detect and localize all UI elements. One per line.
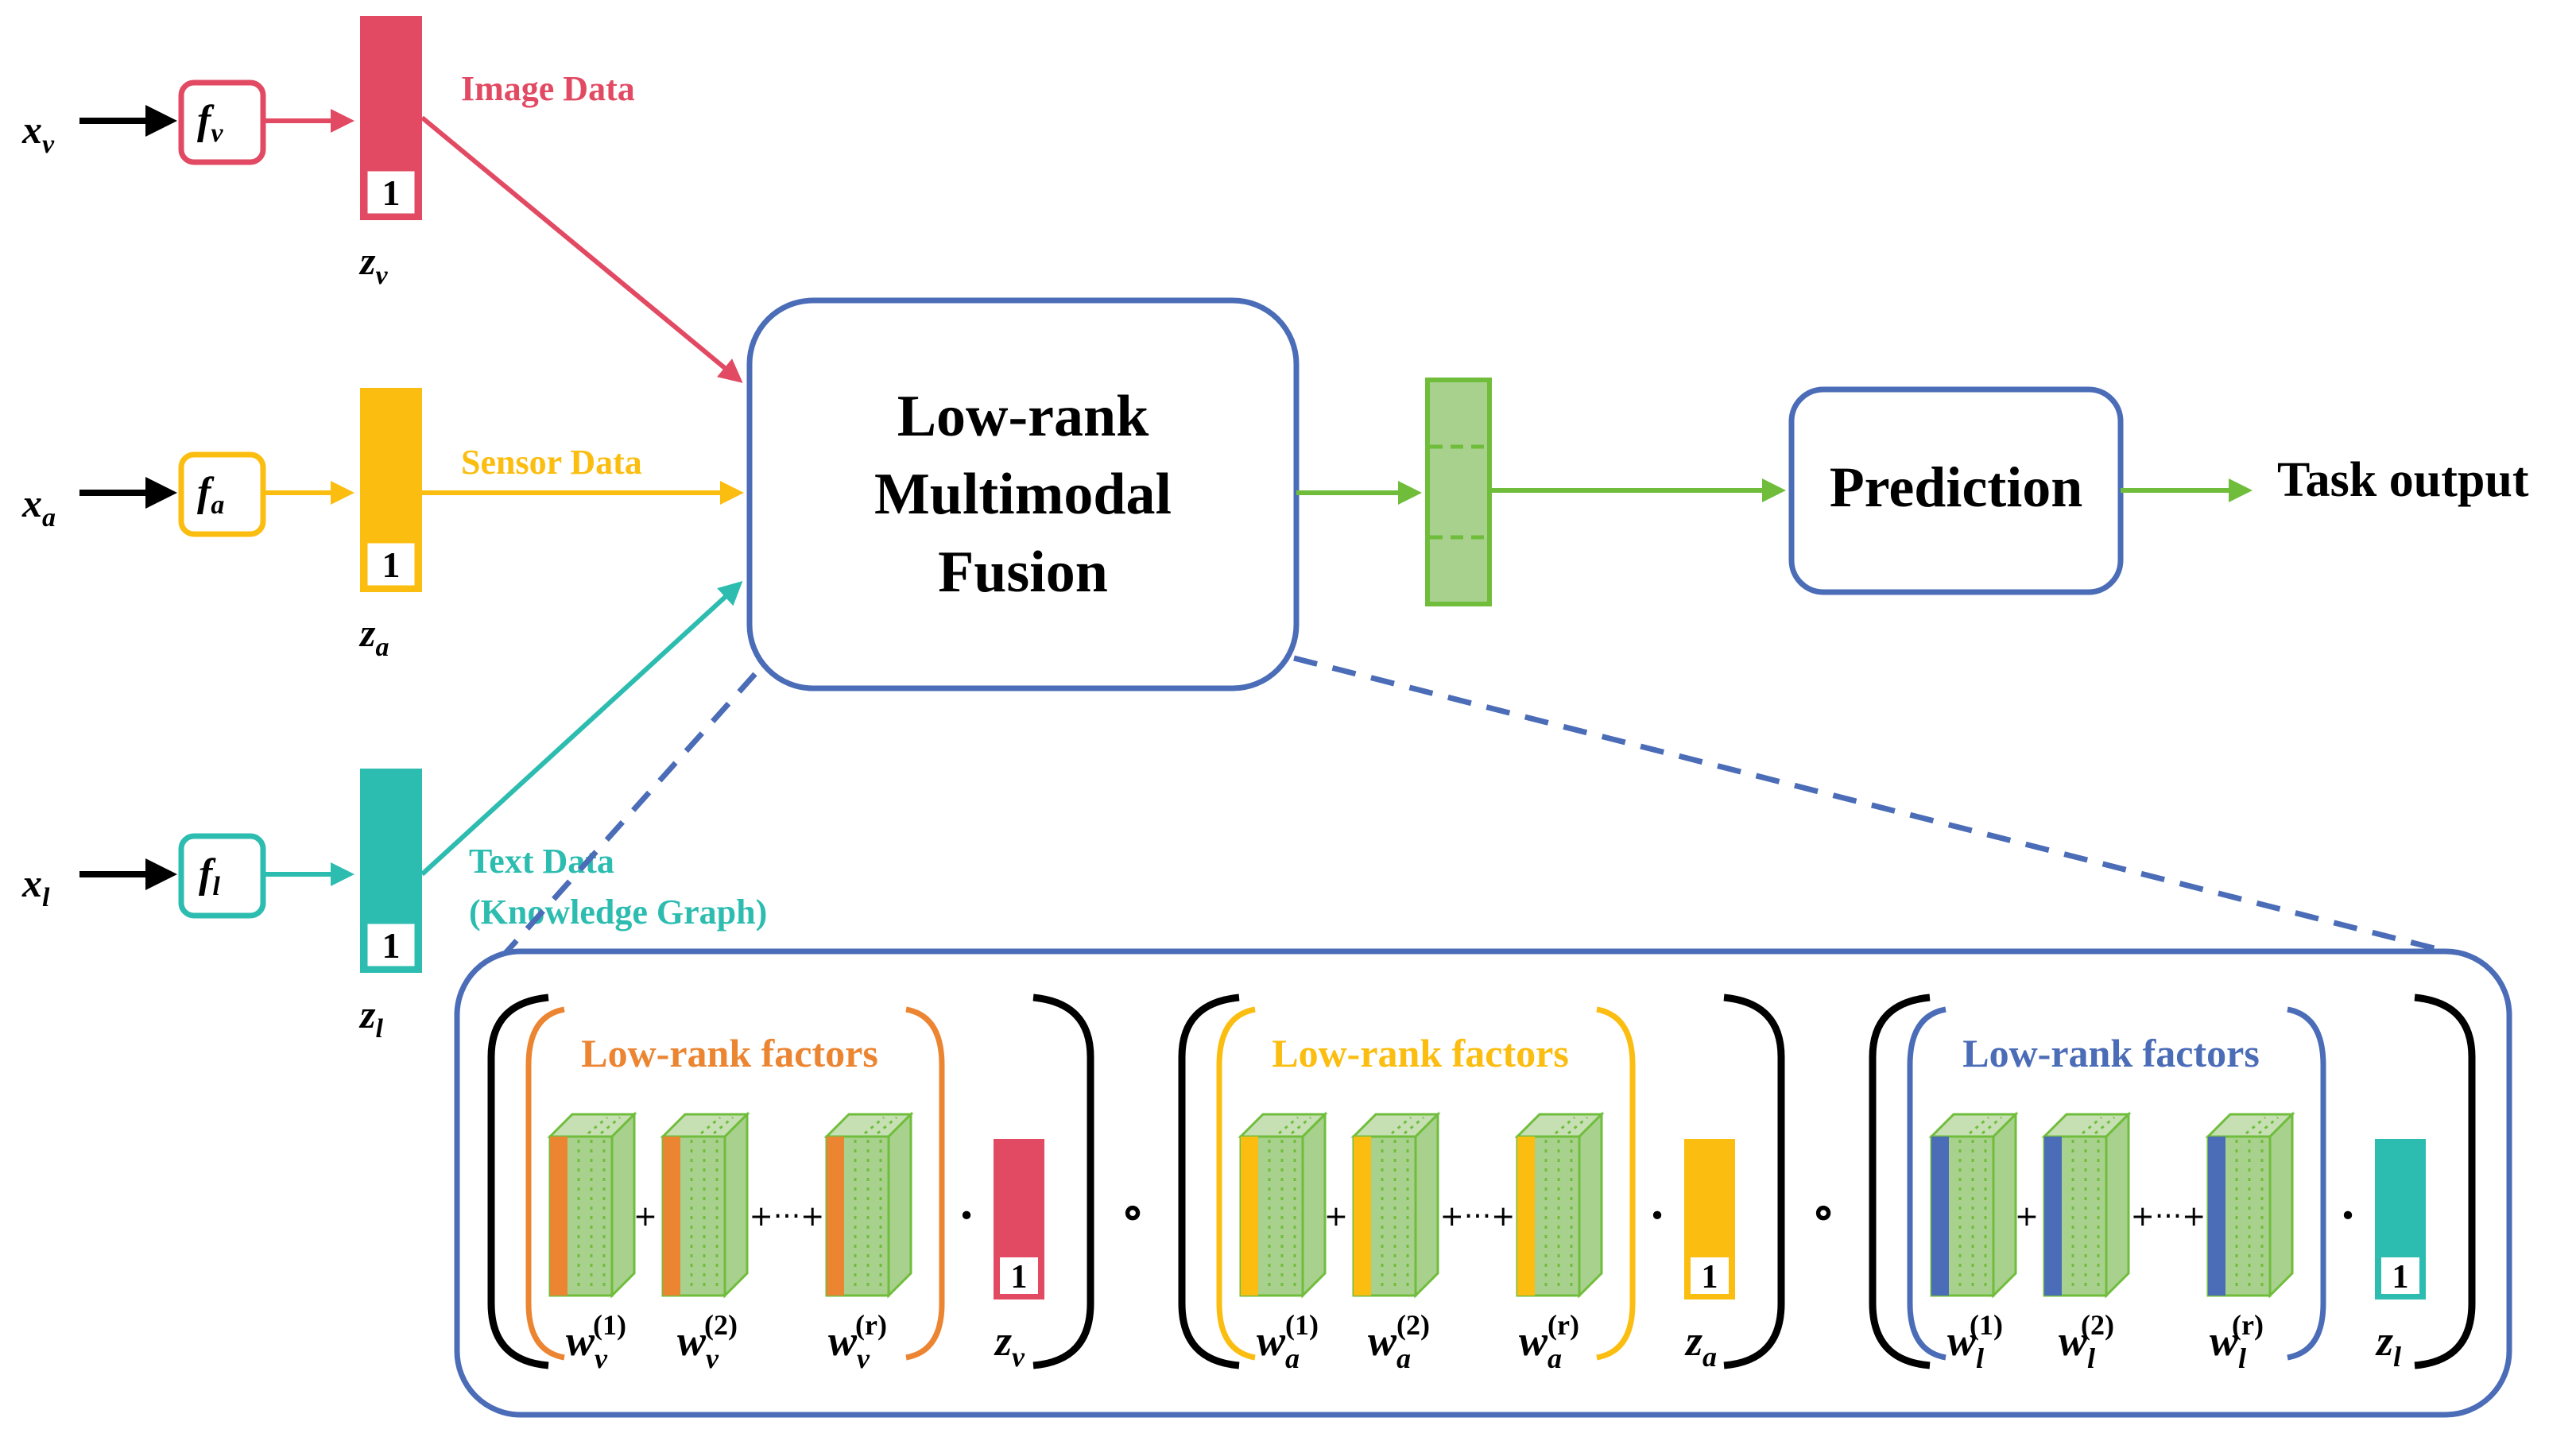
factor-group-3: Low-rank factors + +···+ wl(1) wl(2) wl(r) · 1 z… (1869, 994, 2476, 1374)
plus-sign: + (633, 1200, 657, 1233)
z-l-index-box (363, 920, 419, 970)
z-vector-index: 1 (1011, 1259, 1028, 1296)
knowledge-graph-label: (Knowledge Graph) (469, 893, 767, 932)
factor-right-bracket (2287, 1006, 2326, 1361)
dot-operator: · (2339, 1187, 2356, 1243)
low-rank-factors-label: Low-rank factors (1962, 1031, 2260, 1075)
w-label-2: wv(2) (677, 1309, 738, 1374)
factor-left-bracket (1907, 1006, 1947, 1361)
factor-block-1 (1238, 1111, 1328, 1299)
z-l-index: 1 (382, 925, 401, 966)
plus-dots-plus: +···+ (2131, 1200, 2206, 1233)
z-vector-index: 1 (2392, 1259, 2409, 1296)
task-output-label: Task output (2277, 453, 2529, 507)
plus-sign: + (1324, 1200, 1348, 1233)
z-a-index: 1 (382, 544, 401, 585)
fusion-block: Low-rank Multimodal Fusion (746, 297, 1300, 691)
x-v-symbol: xv (21, 107, 55, 159)
f-a-symbol: fa (197, 470, 224, 520)
prediction-block: Prediction Task output (1788, 386, 2529, 595)
w-label-r: wl(r) (2210, 1309, 2264, 1374)
outer-left-paren (487, 994, 549, 1369)
f-v-symbol: fv (197, 98, 223, 148)
factor-block-1 (547, 1111, 637, 1299)
low-rank-factors-label: Low-rank factors (581, 1031, 878, 1075)
factor-group-1: Low-rank factors + +···+ wv(1) wv(2) wv(r) · 1 z… (487, 994, 1094, 1374)
fusion-title-line2: Multimodal (874, 462, 1172, 527)
fused-vector (1425, 378, 1492, 606)
factor-group-2: Low-rank factors + +···+ wa(1) wa(2) wa(r) · 1 z… (1178, 994, 1785, 1374)
prediction-label: Prediction (1830, 455, 2083, 519)
fused-representation (1296, 378, 1786, 606)
factor-right-bracket (1596, 1006, 1636, 1361)
compose-operator-2: ∘ (1811, 1186, 1835, 1238)
outer-left-paren (1178, 994, 1240, 1369)
z-l-label: zl (358, 992, 383, 1044)
z-vector-index-box (2378, 1254, 2423, 1297)
outer-right-paren (1032, 994, 1094, 1369)
w-label-1: wa(1) (1257, 1309, 1319, 1374)
text-to-fusion-arrow (420, 580, 743, 877)
compose-operator-1: ∘ (1120, 1186, 1145, 1238)
z-a-label: za (358, 610, 389, 662)
input-row-sensor: xa fa 1 za Sensor Data (21, 388, 744, 662)
plus-dots-plus: +···+ (1440, 1200, 1516, 1233)
factor-block-2 (1350, 1111, 1441, 1299)
w-label-1: wl(1) (1947, 1309, 2003, 1374)
w-label-1: wv(1) (566, 1309, 626, 1374)
factor-block-1 (1928, 1111, 2019, 1299)
z-a-index-box (363, 539, 419, 590)
w-label-2: wl(2) (2059, 1309, 2114, 1374)
outer-left-paren (1869, 994, 1931, 1369)
input-row-image: xv fv 1 zv Image Data (21, 16, 743, 383)
w-label-r: wv(r) (828, 1309, 887, 1374)
sensor-data-label: Sensor Data (461, 443, 642, 482)
z-vector-index: 1 (1702, 1259, 1718, 1296)
plus-sign: + (2015, 1200, 2039, 1233)
z-label: zl (2375, 1317, 2401, 1373)
w-label-2: wa(2) (1368, 1309, 1430, 1374)
plus-dots-plus: +···+ (750, 1200, 825, 1233)
zoom-line-right (1293, 655, 2457, 957)
detail-groups: Low-rank factors + +···+ wv(1) wv(2) wv(r) · 1 z… (487, 994, 2476, 1374)
factor-block-r (823, 1111, 914, 1299)
fusion-title-line1: Low-rank (897, 384, 1149, 449)
factor-left-bracket (525, 1006, 565, 1361)
dot-operator: · (1648, 1187, 1665, 1243)
outer-right-paren (1723, 994, 1785, 1369)
low-rank-factors-label: Low-rank factors (1272, 1031, 1569, 1075)
factor-block-r (2205, 1111, 2295, 1299)
f-l-box[interactable] (178, 833, 266, 919)
z-vector-index-box (997, 1254, 1041, 1297)
zoom-line-left (497, 672, 757, 963)
z-v-index: 1 (382, 172, 401, 213)
w-label-r: wa(r) (1519, 1309, 1579, 1374)
f-l-symbol: fl (199, 851, 220, 901)
factor-left-bracket (1216, 1006, 1256, 1361)
x-l-symbol: xl (21, 861, 50, 912)
outer-right-paren (2414, 994, 2476, 1369)
z-vector-index-box (1687, 1254, 1732, 1297)
factor-block-2 (660, 1111, 750, 1299)
fusion-title-line3: Fusion (938, 540, 1108, 605)
z-v-label: zv (358, 238, 388, 290)
z-label: za (1684, 1317, 1717, 1373)
image-data-label: Image Data (461, 69, 635, 108)
z-v-index-box (363, 167, 419, 218)
image-to-fusion-arrow (420, 115, 743, 383)
detail-panel[interactable] (454, 948, 2512, 1418)
z-label: zv (994, 1317, 1025, 1373)
factor-block-2 (2041, 1111, 2132, 1299)
dot-operator: · (958, 1187, 974, 1243)
factor-block-r (1514, 1111, 1605, 1299)
text-data-label: Text Data (469, 842, 614, 881)
x-a-symbol: xa (21, 481, 56, 533)
factor-right-bracket (905, 1006, 945, 1361)
